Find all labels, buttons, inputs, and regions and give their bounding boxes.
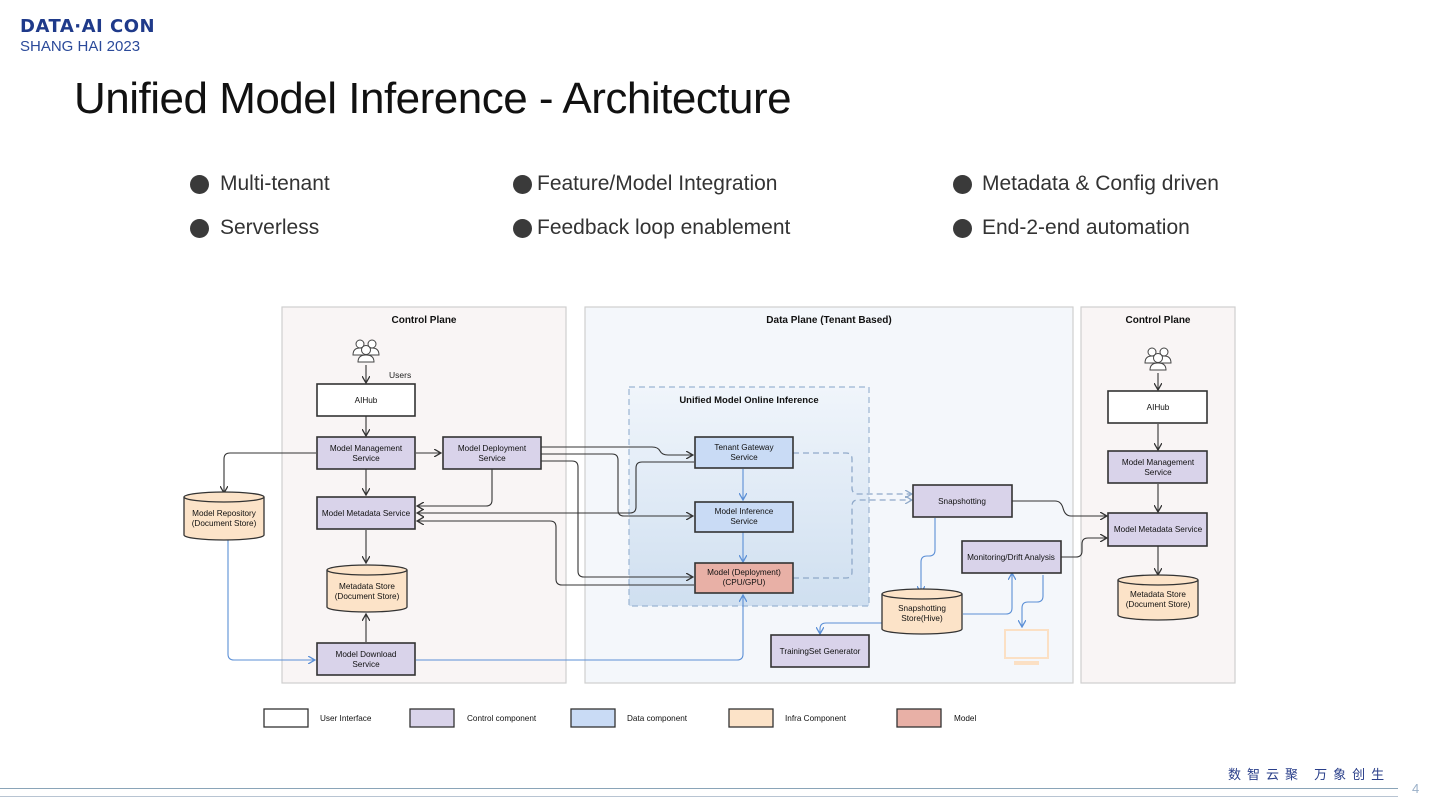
node-label: Model Metadata Service bbox=[322, 509, 411, 518]
legend-label: Infra Component bbox=[785, 714, 847, 723]
bullet-text: Metadata & Config driven bbox=[982, 172, 1219, 195]
node-label: Service bbox=[478, 454, 506, 463]
node-label: Model Management bbox=[330, 444, 403, 453]
model-deployment-service-node bbox=[442, 436, 542, 470]
node-label: Service bbox=[730, 453, 758, 462]
node-label: Monitoring/Drift Analysis bbox=[967, 553, 1055, 562]
node-label: Model Metadata Service bbox=[1114, 525, 1203, 534]
bullet-serverless: Serverless bbox=[190, 216, 319, 240]
node-label: AIHub bbox=[355, 396, 378, 405]
model-deployment-node bbox=[694, 562, 794, 594]
node-label: (Document Store) bbox=[335, 592, 400, 601]
trainingset-generator-node bbox=[770, 634, 870, 668]
control-plane-left-title: Control Plane bbox=[391, 315, 456, 326]
node-label: Service bbox=[352, 454, 380, 463]
node-label: (Document Store) bbox=[1126, 600, 1191, 609]
bullet-dot-icon bbox=[190, 218, 209, 238]
legend-label: Control component bbox=[467, 714, 537, 723]
footer-slogan: 数智云聚 万象创生 bbox=[1228, 768, 1391, 783]
bullet-dot-icon bbox=[513, 218, 532, 238]
model-inference-node bbox=[694, 501, 794, 533]
monitor-icon bbox=[1004, 629, 1049, 665]
legend-swatch-ui bbox=[263, 708, 309, 728]
model-repository-cylinder bbox=[183, 491, 265, 541]
model-metadata-left-node bbox=[316, 496, 416, 530]
legend-swatch-infra bbox=[728, 708, 774, 728]
bullet-dot-icon bbox=[953, 218, 972, 238]
bullet-dot-icon bbox=[513, 174, 532, 194]
node-label: Snapshotting bbox=[938, 497, 986, 506]
aihub-right-node bbox=[1107, 390, 1208, 424]
node-label: Model Download bbox=[336, 650, 397, 659]
control-plane-left-panel bbox=[281, 306, 567, 684]
bullet-feedback-loop: Feedback loop enablement bbox=[513, 216, 790, 240]
bullet-text: Serverless bbox=[220, 216, 320, 239]
bullet-text: End-2-end automation bbox=[982, 216, 1190, 239]
node-label: Service bbox=[1144, 468, 1172, 477]
node-label: Store(Hive) bbox=[901, 614, 943, 623]
users-label: Users bbox=[389, 370, 411, 380]
metadata-store-right-cylinder bbox=[1117, 574, 1199, 621]
bullet-text: Feature/Model Integration bbox=[537, 172, 778, 195]
control-plane-right-title: Control Plane bbox=[1125, 315, 1190, 326]
bullet-multi-tenant: Multi-tenant bbox=[190, 172, 330, 196]
umoi-title: Unified Model Online Inference bbox=[679, 395, 818, 406]
conference-logo: DATA·AI CON SHANG HAI 2023 bbox=[20, 16, 156, 55]
logo-line-1: DATA·AI CON bbox=[20, 16, 156, 37]
bullet-end-to-end: End-2-end automation bbox=[953, 216, 1190, 240]
node-label: Metadata Store bbox=[1130, 590, 1186, 599]
node-label: Model (Deployment) bbox=[707, 568, 781, 577]
legend-swatch-model bbox=[896, 708, 942, 728]
slide-title: Unified Model Inference - Architecture bbox=[74, 74, 792, 123]
bullet-text: Feedback loop enablement bbox=[537, 216, 791, 239]
logo-line-2: SHANG HAI 2023 bbox=[20, 38, 141, 55]
legend-label: User Interface bbox=[320, 714, 372, 723]
tenant-gateway-node bbox=[694, 436, 794, 469]
bullet-dot-icon bbox=[953, 174, 972, 194]
node-label: Model Deployment bbox=[458, 444, 527, 453]
node-label: Metadata Store bbox=[339, 582, 395, 591]
node-label: TrainingSet Generator bbox=[780, 647, 861, 656]
node-label: Service bbox=[730, 517, 758, 526]
bullet-metadata-config: Metadata & Config driven bbox=[953, 172, 1219, 196]
snapshotting-node bbox=[912, 484, 1013, 518]
node-label: Service bbox=[352, 660, 380, 669]
diagram-svg: Control Plane Data Plane (Tenant Based) … bbox=[183, 306, 1236, 728]
model-download-service-node bbox=[316, 642, 416, 676]
node-label: Model Management bbox=[1122, 458, 1195, 467]
model-metadata-right-node bbox=[1107, 512, 1208, 547]
node-label: (CPU/GPU) bbox=[723, 578, 766, 587]
model-management-left-node bbox=[316, 436, 416, 470]
monitoring-drift-node bbox=[961, 540, 1062, 574]
node-label: Tenant Gateway bbox=[714, 443, 774, 452]
bullet-feature-model-integration: Feature/Model Integration bbox=[513, 172, 777, 196]
page-number: 4 bbox=[1412, 781, 1420, 796]
architecture-diagram: Control Plane Data Plane (Tenant Based) … bbox=[172, 288, 1248, 748]
data-plane-title: Data Plane (Tenant Based) bbox=[766, 315, 891, 326]
footer-divider-secondary bbox=[0, 796, 1398, 797]
aihub-left-node bbox=[316, 383, 416, 417]
node-label: (Document Store) bbox=[192, 519, 257, 528]
legend-label: Model bbox=[954, 714, 976, 723]
node-label: Model Inference bbox=[715, 507, 774, 516]
footer-divider bbox=[0, 788, 1398, 789]
node-label: Model Repository bbox=[192, 509, 257, 518]
metadata-store-left-cylinder bbox=[326, 564, 408, 613]
legend-swatch-control bbox=[409, 708, 455, 728]
model-management-right-node bbox=[1107, 450, 1208, 484]
legend: User Interface Control component Data co… bbox=[263, 708, 976, 728]
node-label: AIHub bbox=[1147, 403, 1170, 412]
legend-label: Data component bbox=[627, 714, 688, 723]
bullet-dot-icon bbox=[190, 174, 209, 194]
snapshotting-store-cylinder bbox=[881, 588, 963, 635]
bullet-text: Multi-tenant bbox=[220, 172, 330, 195]
node-label: Snapshotting bbox=[898, 604, 946, 613]
legend-swatch-data bbox=[570, 708, 616, 728]
